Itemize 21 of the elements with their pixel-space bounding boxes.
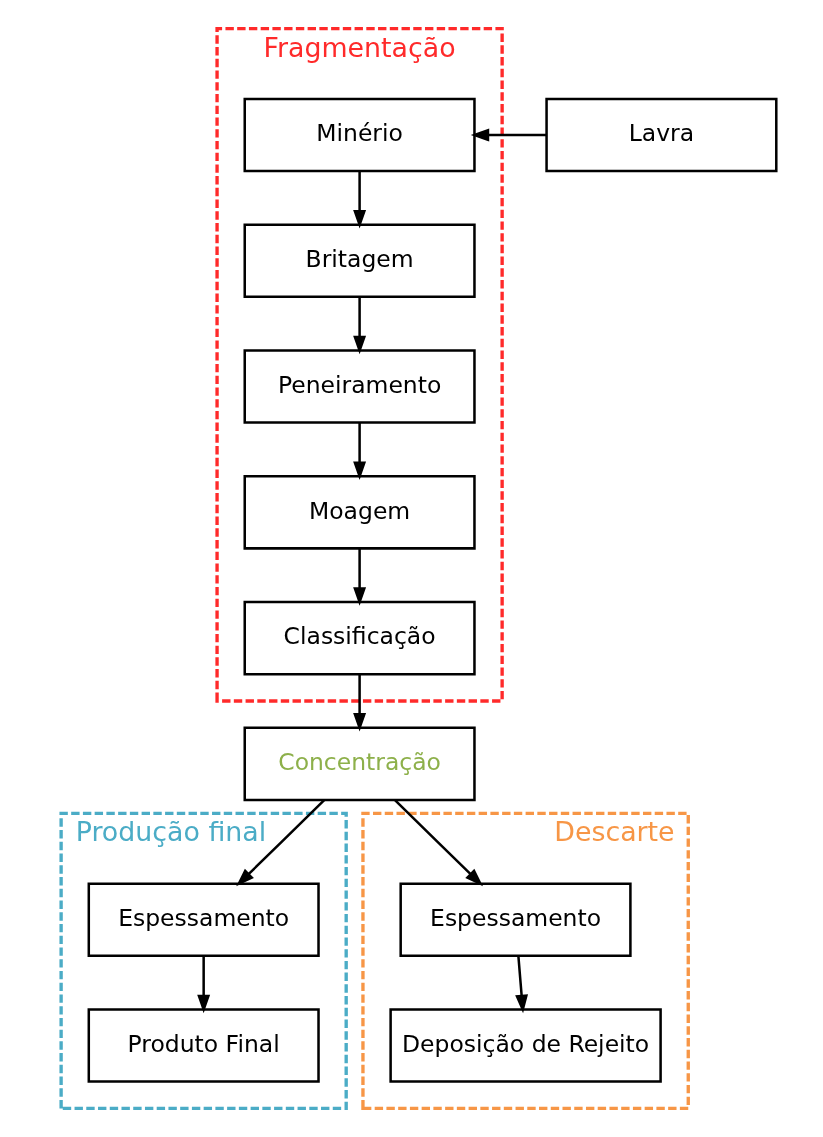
node-box: Deposição de Rejeito (388, 1008, 662, 1083)
node-box: Minério (243, 97, 476, 173)
node-box: Peneiramento (243, 349, 476, 424)
node-box: Lavra (544, 97, 778, 173)
node-box: Concentração (243, 726, 476, 802)
node-box: Espessamento (87, 882, 320, 958)
arrow (352, 297, 366, 355)
arrow (393, 799, 483, 887)
arrow (352, 171, 366, 229)
arrow (196, 956, 210, 1014)
arrow (352, 423, 366, 481)
arrow (352, 548, 366, 606)
arrow (514, 956, 528, 1014)
arrow (470, 128, 546, 142)
arrow (352, 674, 366, 732)
node-box: Espessamento (398, 882, 632, 958)
node-box: Classificação (243, 600, 476, 676)
node-box: Produto Final (87, 1008, 320, 1083)
arrow (235, 799, 325, 887)
node-box: Britagem (243, 223, 476, 299)
node-box: Moagem (243, 475, 476, 550)
